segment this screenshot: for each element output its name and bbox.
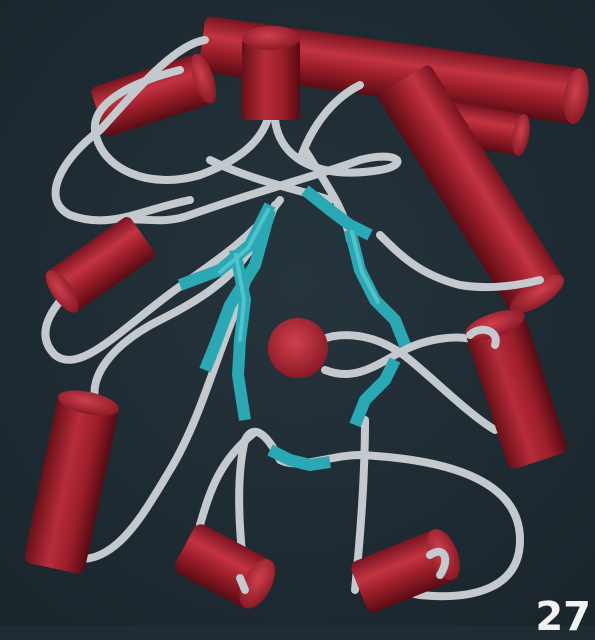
protein-ribbon-diagram (0, 0, 595, 626)
helix-top-center (242, 26, 300, 120)
helix-center-end (268, 318, 328, 378)
corner-number: 27 (535, 594, 591, 640)
